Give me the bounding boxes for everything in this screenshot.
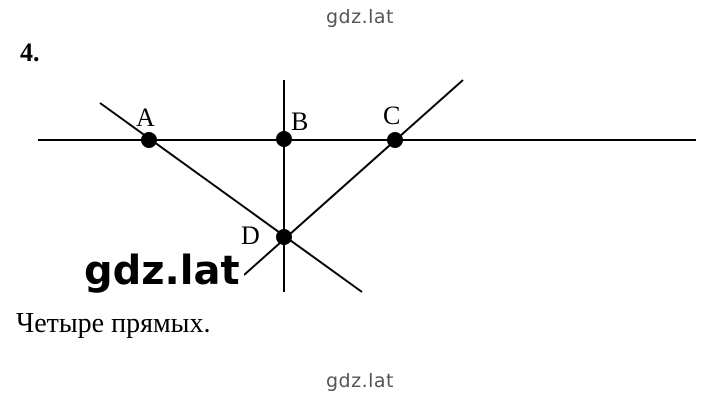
label-c: C: [383, 101, 400, 130]
point-c: [387, 132, 403, 148]
label-a: A: [136, 103, 155, 132]
problem-number: 4.: [20, 38, 40, 67]
label-d: D: [241, 221, 260, 250]
watermark-top: gdz.lat: [325, 6, 394, 28]
answer-text: Четыре прямых.: [16, 308, 211, 339]
point-b: [276, 131, 292, 147]
label-b: B: [291, 107, 308, 136]
point-d: [276, 229, 292, 245]
point-a: [141, 132, 157, 148]
big-watermark: gdz.lat: [80, 248, 244, 294]
line-cd: [243, 79, 464, 276]
geometry-figure: A B C D: [38, 79, 696, 293]
watermark-bottom: gdz.lat: [325, 370, 394, 392]
